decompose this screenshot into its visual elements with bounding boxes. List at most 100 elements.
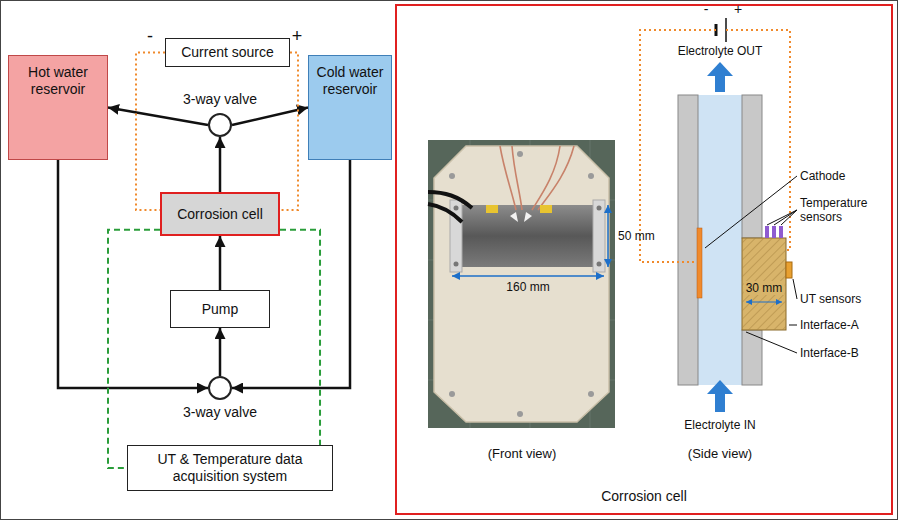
front-view-photo-part [449,173,455,179]
polarity-sign: + [292,26,303,48]
side-view-schematic-part [697,228,702,298]
side-view-schematic-part [707,380,733,394]
node-text: Corrosion cell [401,488,887,505]
label-anchor: Interface-A [800,318,859,332]
front-view-photo-part [538,146,574,210]
side-view-schematic-part [789,325,797,326]
text-holder: Corrosion cell [166,206,274,223]
front-view-photo-part [428,140,615,428]
label-anchor: Electrolyte IN [684,418,755,432]
dimension-label: 160 mm [506,280,549,294]
front-view-photo-part [540,205,552,213]
node-text: Hot water reservoir [13,64,103,98]
part-label: Interface-A [800,318,859,332]
node-text: Corrosion cell [166,206,274,223]
label-anchor: 30 mm [744,281,785,295]
label-anchor: + [734,1,742,18]
front-view-photo-part [454,206,459,211]
text-holder: UT & Temperature data acquisition system [132,451,328,485]
flow-arrow [219,328,222,376]
text-holder: Corrosion cell [401,488,887,505]
side-view-schematic-part [726,30,790,250]
label-anchor: 160 mm [506,280,549,294]
text-holder: Current source [170,44,285,61]
flow-arrow [108,108,208,126]
polarity-sign: + [734,1,742,18]
valve-outline [208,376,232,400]
node-text: Pump [175,301,265,318]
front-view-photo-part [449,391,455,397]
text-holder: 3-way valve [183,91,257,108]
node-text: 3-way valve [183,404,257,421]
flow-arrow [219,236,222,290]
front-view-photo-part [524,212,532,222]
wire-connector [108,230,160,468]
front-view-photo-part [512,146,522,210]
front-view-photo-part [428,204,462,222]
valve-outline [208,113,232,137]
side-view-schematic [640,18,797,412]
front-view-photo-part [597,206,602,211]
flow-arrow [232,108,308,126]
dimension-label: 50 mm [618,229,655,243]
front-view-photo-part [593,200,605,272]
wire-connector [280,230,320,445]
process-box: UT & Temperature data acquisition system [127,445,333,491]
view-caption: (Front view) [488,446,557,462]
side-view-schematic-part [767,210,797,225]
side-view-schematic-part [742,238,786,330]
node-text: 3-way valve [183,91,257,108]
side-view-schematic-part [772,226,776,238]
text-holder: Pump [175,301,265,318]
polarity-sign: - [704,1,709,18]
front-view-photo-part [588,391,594,397]
node-text: Cold water reservoir [313,64,387,98]
wire-connector [280,53,298,211]
polarity-sign: - [147,26,153,48]
valve-circle [209,377,231,399]
front-view-photo-part [597,262,602,267]
label-anchor: (Front view) [488,446,557,462]
valve-symbol: 3-way valve [208,113,232,137]
part-label: UT sensors [800,292,861,306]
dimension-label: 30 mm [744,281,785,295]
side-view-schematic-part [715,74,725,92]
label-anchor: + [292,26,303,48]
side-view-schematic-part [779,226,783,238]
label-anchor: Temperature sensors [800,196,885,225]
front-view-photo-part [454,262,459,267]
front-view-photo-part [452,275,604,277]
side-view-schematic-part [707,62,733,76]
reservoir-box: Cold water reservoir [308,55,392,160]
flow-arrow [219,137,222,192]
pump-box: Pump [170,290,270,328]
text-holder: Hot water reservoir [13,64,103,98]
label-anchor: Cathode [800,169,845,183]
label-anchor: Electrolyte OUT [678,44,763,58]
panel-frame: Corrosion cell [395,4,893,515]
label-anchor: UT sensors [800,292,861,306]
front-view-photo-part [517,151,523,157]
label-anchor: - [147,26,153,48]
front-view-photo-part [428,140,615,428]
node-text: UT & Temperature data acquisition system [132,451,328,485]
label-anchor: Interface-B [800,346,859,360]
side-view-schematic-part [640,30,716,262]
side-view-schematic-part [746,301,782,302]
reservoir-box: Hot water reservoir [8,55,108,160]
front-view-photo-part [455,205,600,267]
label-anchor: 50 mm [618,229,655,243]
front-view-photo-part [517,411,523,417]
front-view-photo-part [588,173,594,179]
process-box: Corrosion cell [160,192,280,236]
front-view-photo [428,140,615,428]
part-label: Temperature sensors [800,196,885,225]
process-box: Current source [165,38,290,67]
side-view-schematic-part [715,392,725,412]
view-caption: (Side view) [688,446,752,462]
side-view-schematic-part [705,176,797,248]
valve-circle [209,114,231,136]
front-view-photo-part [510,212,518,222]
